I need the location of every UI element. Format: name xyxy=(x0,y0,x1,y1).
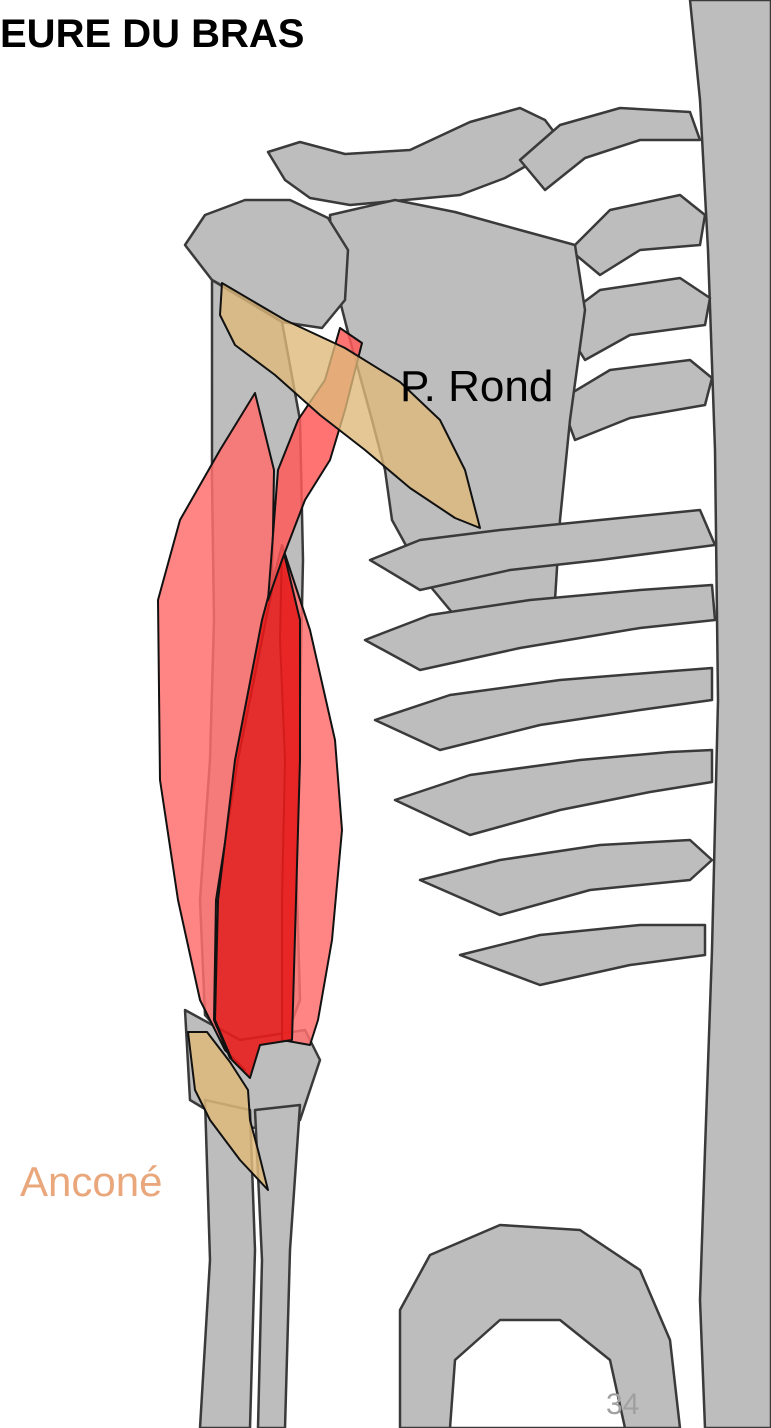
rib-1 xyxy=(520,108,700,190)
rib-4 xyxy=(560,360,712,440)
rib-7 xyxy=(375,668,712,750)
ulna xyxy=(255,1105,300,1428)
rib-2 xyxy=(570,195,705,275)
label-petit-rond: P. Rond xyxy=(400,362,553,412)
rib-8 xyxy=(395,750,712,835)
rib-10 xyxy=(460,925,705,985)
label-ancone: Anconé xyxy=(20,1158,162,1206)
page-number: 34 xyxy=(606,1388,639,1422)
clavicle xyxy=(268,108,560,205)
rib-9 xyxy=(420,840,712,915)
